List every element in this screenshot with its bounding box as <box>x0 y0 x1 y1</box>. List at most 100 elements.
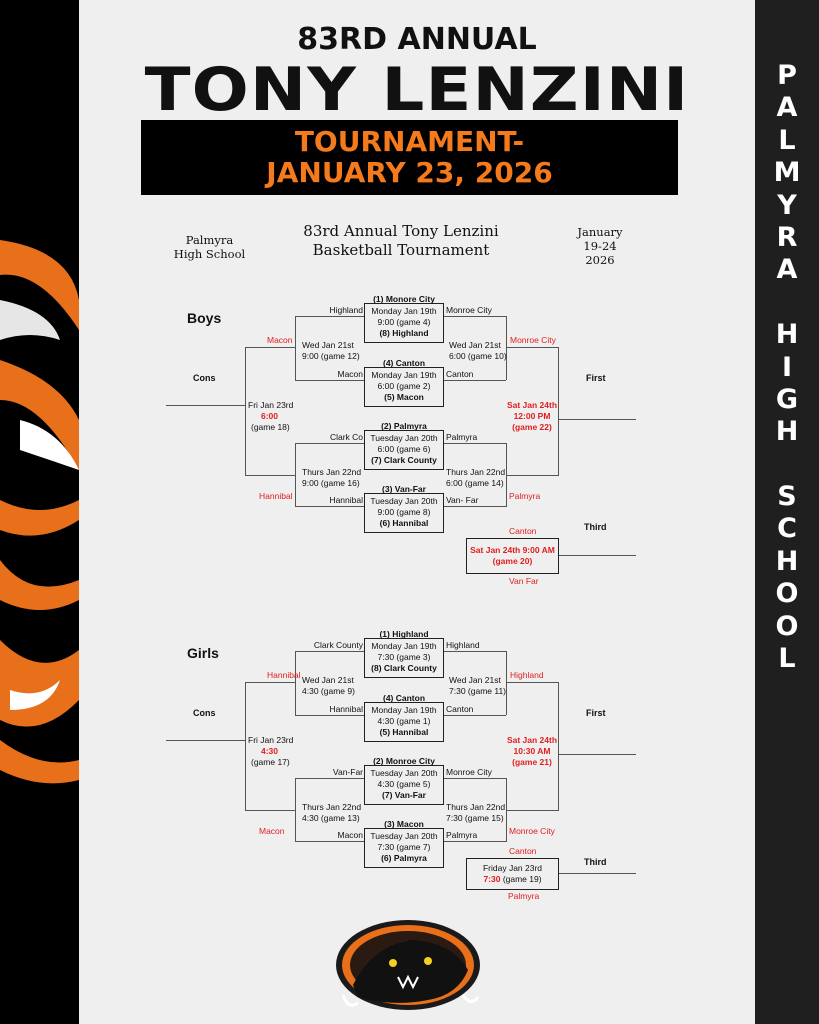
date-line-1: January <box>577 225 623 239</box>
bracket-line <box>166 740 245 741</box>
seed-top: (2) Palmyra <box>381 421 427 431</box>
bracket-line <box>444 380 506 381</box>
game-time: 4:30 (game 5) <box>377 779 431 789</box>
bracket-line <box>506 651 507 715</box>
team-left: Macon <box>337 369 363 379</box>
semi-left-date: Wed Jan 21st <box>302 340 354 350</box>
seed-top: (2) Monroe City <box>373 756 435 766</box>
school-line-1: Palmyra <box>185 233 234 247</box>
team-right: Highland <box>446 640 480 650</box>
school-name: Palmyra High School <box>152 233 267 261</box>
bracket-line <box>444 443 506 444</box>
side-letter: Y <box>777 189 797 221</box>
bracket-line <box>558 682 559 810</box>
team-left: Clark Co <box>329 432 363 442</box>
game-date: Monday Jan 19th <box>371 705 437 715</box>
game-date: Monday Jan 19th <box>371 370 437 380</box>
game-box <box>364 430 444 470</box>
bracket-line <box>245 682 246 810</box>
final-date: Sat Jan 24th <box>506 400 558 410</box>
team-right: Palmyra <box>446 432 478 442</box>
bracket-line <box>559 555 636 556</box>
game-time: 6:00 (game 6) <box>377 444 431 454</box>
bracket-line <box>245 682 295 683</box>
team-right: Monroe City <box>446 305 492 315</box>
seed-bottom: (8) Highland <box>379 328 429 338</box>
game-date: Tuesday Jan 20th <box>370 433 438 443</box>
winner-right-top: Monroe City <box>510 335 556 345</box>
girls-first-label: First <box>586 708 606 718</box>
bracket-line <box>444 506 506 507</box>
seed-top: (1) Monore City <box>373 294 435 304</box>
bracket-line <box>295 443 296 507</box>
semi-left-time: 9:00 (game 16) <box>302 478 360 488</box>
panther-logo-icon <box>333 915 483 1013</box>
bracket-line <box>295 841 364 842</box>
semi-left-date: Thurs Jan 22nd <box>302 802 362 812</box>
header-date: JANUARY 23, 2026 <box>266 156 553 189</box>
game-box <box>364 638 444 678</box>
seed-bottom: (7) Van-Far <box>382 790 426 800</box>
third-game-time: 7:30 <box>483 874 501 884</box>
game-time: 9:00 (game 4) <box>377 317 431 327</box>
seed-bottom: (5) Hannibal <box>379 727 429 737</box>
cons-date: Fri Jan 23rd <box>248 735 294 745</box>
seed-bottom: (7) Clark County <box>371 455 437 465</box>
third-game-box <box>466 858 559 890</box>
bracket-line <box>295 778 364 779</box>
date-line-2: 19-24 <box>583 239 617 253</box>
game-time: 4:30 (game 1) <box>377 716 431 726</box>
bracket-line <box>295 380 364 381</box>
side-letter: L <box>778 124 796 156</box>
game-time: 7:30 (game 3) <box>377 652 431 662</box>
seed-top: (4) Canton <box>382 358 426 368</box>
side-letter: I <box>781 351 793 383</box>
game-date: Tuesday Jan 20th <box>370 768 438 778</box>
header-tournament: TOURNAMENT- <box>294 125 525 158</box>
cons-game: (game 17) <box>251 757 290 767</box>
team-right: Monroe City <box>446 767 492 777</box>
side-letter: H <box>775 416 799 448</box>
game-box <box>364 828 444 868</box>
header-annual: 83RD ANNUAL <box>297 22 537 57</box>
side-letter: L <box>778 643 796 675</box>
seed-bottom: (6) Palmyra <box>381 853 427 863</box>
bracket-line <box>506 682 559 683</box>
game-box <box>364 493 444 533</box>
panther-art-icon <box>0 240 79 784</box>
team-left: Highland <box>329 305 363 315</box>
side-letter <box>755 449 819 481</box>
bracket-line <box>295 715 364 716</box>
side-letter: G <box>775 383 799 415</box>
semi-left-date: Thurs Jan 22nd <box>302 467 362 477</box>
cons-time: 6:00 <box>261 411 279 421</box>
final-time: 12:00 PM <box>513 411 551 421</box>
side-letter: H <box>775 545 799 577</box>
bracket-line <box>444 316 506 317</box>
semi-left-date: Wed Jan 21st <box>302 675 354 685</box>
team-left: Hannibal <box>329 495 363 505</box>
bracket-line <box>295 443 364 444</box>
semi-left-time: 4:30 (game 9) <box>302 686 355 696</box>
header-title: TONY LENZINI <box>144 55 690 125</box>
seed-bottom: (8) Clark County <box>371 663 437 673</box>
side-letter: A <box>776 92 798 124</box>
seed-top: (1) Highland <box>379 629 429 639</box>
game-date: Tuesday Jan 20th <box>370 496 438 506</box>
team-right: Van- Far <box>446 495 479 505</box>
final-game: (game 22) <box>512 422 552 432</box>
winner-left-bottom: Hannibal <box>259 491 293 501</box>
side-letter: O <box>775 578 799 610</box>
semi-right-time: 6:00 (game 14) <box>446 478 504 488</box>
side-letter <box>755 287 819 319</box>
team-left: Hannibal <box>329 704 363 714</box>
bracket-line <box>295 651 296 715</box>
seed-top: (4) Canton <box>382 693 426 703</box>
final-game: (game 21) <box>512 757 552 767</box>
third-team-top: Canton <box>509 846 537 856</box>
girls-title: Girls <box>187 645 219 661</box>
game-date: Tuesday Jan 20th <box>370 831 438 841</box>
game-box <box>364 765 444 805</box>
bracket-line <box>245 347 295 348</box>
winner-left-bottom: Macon <box>259 826 285 836</box>
